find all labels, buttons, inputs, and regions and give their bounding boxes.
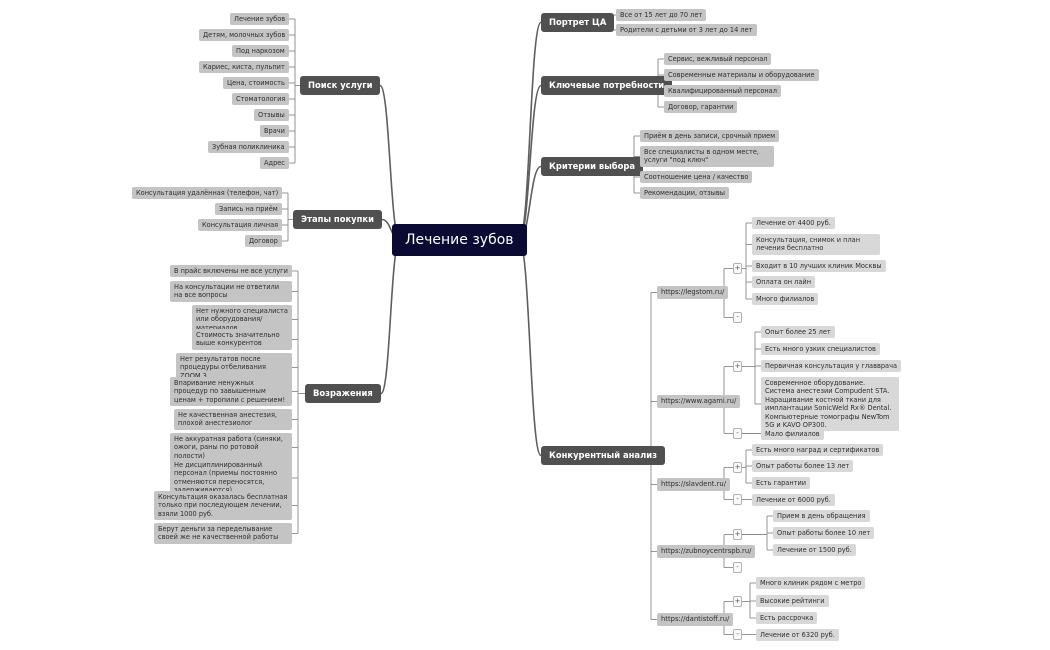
plus-toggle-0[interactable]: + — [733, 263, 742, 274]
leaf-search-0[interactable]: Лечение зубов — [230, 13, 290, 26]
pro-item-3-0[interactable]: Прием в день обращения — [773, 510, 870, 523]
pro-item-1-3[interactable]: Современное оборудование. Система анесте… — [761, 377, 899, 432]
leaf-portrait-0[interactable]: Все от 15 лет до 70 лет — [616, 9, 707, 22]
leaf-objections-10[interactable]: Берут деньги за переделывание своей же н… — [154, 523, 292, 544]
leaf-stages-3[interactable]: Договор — [245, 235, 282, 248]
leaf-needs-3[interactable]: Договор, гарантии — [664, 101, 738, 114]
branch-competitors[interactable]: Конкурентный анализ — [541, 446, 665, 465]
pro-item-0-3[interactable]: Оплата он лайн — [752, 276, 816, 289]
leaf-objections-7[interactable]: Не аккуратная работа (синяки, ожоги, ран… — [170, 433, 292, 463]
leaf-search-1[interactable]: Детям, молочных зубов — [199, 29, 290, 42]
competitor-site-4[interactable]: https://dantistoff.ru/ — [657, 613, 734, 626]
branch-objections[interactable]: Возражения — [305, 384, 381, 403]
competitor-site-0[interactable]: https://legstom.ru/ — [657, 286, 729, 299]
leaf-stages-2[interactable]: Консультация личная — [198, 219, 283, 232]
leaf-objections-0[interactable]: В прайс включены не все услуги — [170, 265, 292, 278]
minus-toggle-1[interactable]: - — [733, 428, 742, 439]
pro-item-1-2[interactable]: Первичная консультация у главврача — [761, 360, 902, 373]
leaf-search-5[interactable]: Стоматология — [232, 93, 290, 106]
minus-toggle-2[interactable]: - — [733, 494, 742, 505]
leaf-objections-8[interactable]: Не дисциплинированный персонал (приемы п… — [170, 459, 292, 497]
plus-toggle-3[interactable]: + — [733, 529, 742, 540]
leaf-criteria-0[interactable]: Приём в день записи, срочный прием — [640, 130, 780, 143]
leaf-search-3[interactable]: Кариес, киста, пульпит — [199, 61, 289, 74]
competitor-site-3[interactable]: https://zubnoycentrspb.ru/ — [657, 545, 756, 558]
leaf-search-9[interactable]: Адрес — [260, 157, 289, 170]
leaf-search-7[interactable]: Врачи — [260, 125, 289, 138]
leaf-objections-5[interactable]: Впаривание ненужных процедур по завышенн… — [170, 377, 292, 407]
leaf-criteria-2[interactable]: Соотношение цена / качество — [640, 171, 753, 184]
connector-line — [518, 239, 542, 457]
pro-item-2-0[interactable]: Есть много наград и сертификатов — [752, 444, 884, 457]
pro-item-0-0[interactable]: Лечение от 4400 руб. — [752, 217, 835, 230]
pro-item-1-0[interactable]: Опыт более 25 лет — [761, 326, 835, 339]
leaf-stages-1[interactable]: Запись на приём — [215, 203, 282, 216]
pro-item-4-2[interactable]: Есть рассрочка — [756, 612, 818, 625]
leaf-portrait-1[interactable]: Родители с детьми от 3 лет до 14 лет — [616, 24, 757, 37]
minus-toggle-4[interactable]: - — [733, 629, 742, 640]
competitor-site-1[interactable]: https://www.agami.ru/ — [657, 395, 741, 408]
leaf-needs-0[interactable]: Сервис, вежливый персонал — [664, 53, 772, 66]
branch-criteria[interactable]: Критерии выбора — [541, 157, 644, 176]
pro-item-1-1[interactable]: Есть много узких специалистов — [761, 343, 880, 356]
central-topic[interactable]: Лечение зубов — [392, 224, 527, 256]
connector-line — [380, 239, 401, 395]
branch-needs[interactable]: Ключевые потребности — [541, 76, 673, 95]
leaf-needs-1[interactable]: Современные материалы и оборудование — [664, 69, 819, 82]
leaf-search-4[interactable]: Цена, стоимость — [223, 77, 289, 90]
leaf-criteria-3[interactable]: Рекомендации, отзывы — [640, 187, 729, 200]
leaf-objections-9[interactable]: Консультация оказалась бесплатная только… — [154, 491, 292, 521]
connector-line — [518, 84, 542, 241]
pro-item-0-1[interactable]: Консультация, снимок и план лечения бесп… — [752, 234, 880, 255]
pro-item-2-1[interactable]: Опыт работы более 13 лет — [752, 460, 854, 473]
pro-item-2-2[interactable]: Есть гарантии — [752, 477, 811, 490]
plus-toggle-4[interactable]: + — [733, 596, 742, 607]
pro-item-3-2[interactable]: Лечение от 1500 руб. — [773, 544, 856, 557]
competitor-site-2[interactable]: https://slavdent.ru/ — [657, 478, 731, 491]
con-item-2-0[interactable]: Лечение от 6000 руб. — [752, 494, 835, 507]
branch-search[interactable]: Поиск услуги — [300, 76, 381, 95]
branch-portrait[interactable]: Портрет ЦА — [541, 13, 615, 32]
pro-item-3-1[interactable]: Опыт работы более 10 лет — [773, 527, 875, 540]
leaf-stages-0[interactable]: Консультация удалённая (телефон, чат) — [132, 187, 283, 200]
plus-toggle-2[interactable]: + — [733, 462, 742, 473]
leaf-objections-3[interactable]: Стоимость значительно выше конкурентов — [192, 329, 292, 350]
minus-toggle-3[interactable]: - — [733, 562, 742, 573]
con-item-1-0[interactable]: Мало филиалов — [761, 428, 824, 441]
connector-line — [379, 84, 401, 241]
leaf-search-8[interactable]: Зубная поликлиника — [208, 141, 289, 154]
pro-item-0-2[interactable]: Входит в 10 лучших клиник Москвы — [752, 260, 886, 273]
pro-item-4-1[interactable]: Высокие рейтинги — [756, 595, 829, 608]
con-item-4-0[interactable]: Лечение от 6320 руб. — [756, 629, 839, 642]
leaf-criteria-1[interactable]: Все специалисты в одном месте, услуги "п… — [640, 146, 774, 167]
pro-item-0-4[interactable]: Много филиалов — [752, 293, 819, 306]
pro-item-4-0[interactable]: Много клиник рядом с метро — [756, 577, 866, 590]
leaf-needs-2[interactable]: Квалифицированный персонал — [664, 85, 781, 98]
branch-stages[interactable]: Этапы покупки — [293, 210, 382, 229]
minus-toggle-0[interactable]: - — [733, 312, 742, 323]
leaf-objections-6[interactable]: Не качественная анестезия, плохой анесте… — [174, 409, 292, 430]
leaf-objections-1[interactable]: На консультации не ответили на все вопро… — [170, 281, 292, 302]
plus-toggle-1[interactable]: + — [733, 361, 742, 372]
leaf-search-2[interactable]: Под наркозом — [232, 45, 289, 58]
leaf-search-6[interactable]: Отзывы — [254, 109, 289, 122]
